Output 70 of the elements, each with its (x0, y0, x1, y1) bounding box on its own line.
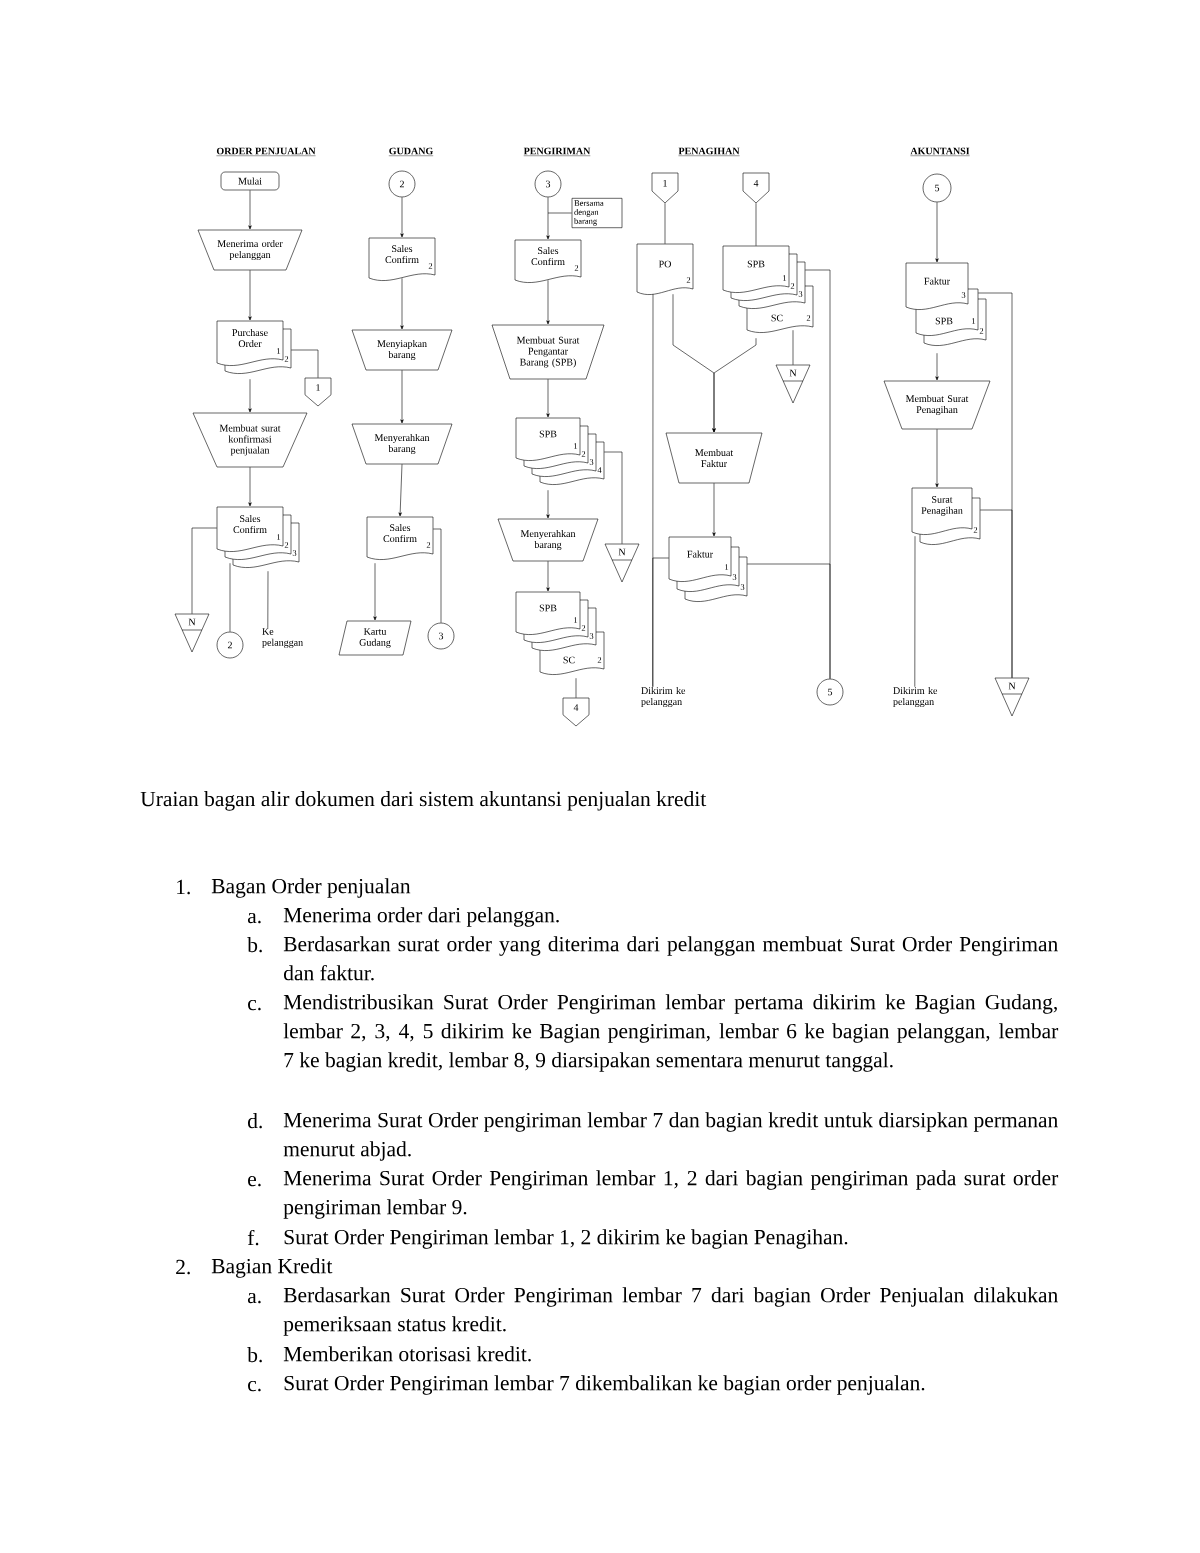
arrow (248, 466, 252, 507)
list-item: Bagan Order penjualan (211, 878, 411, 898)
paragraph: Uraian bagan alir dokumen dari sistem akuntansi penjualan kredit (140, 791, 707, 811)
connector-line (746, 563, 831, 679)
arrow (546, 560, 550, 592)
list-item: Bagian Kredit (211, 1258, 333, 1278)
arrow (712, 337, 757, 433)
list-marker: 2. (176, 1259, 190, 1275)
connector-line (792, 329, 794, 366)
connector-line (979, 509, 1013, 679)
arrow (373, 562, 377, 621)
list-item: Menerima order dari pelanggan. (283, 907, 559, 927)
connector-line (914, 535, 916, 688)
connector-line (575, 677, 577, 699)
list-marker: a. (247, 1292, 261, 1304)
connector-line (290, 349, 319, 379)
off-page-connector: 4 (742, 172, 770, 204)
off-page-connector: 1 (651, 172, 679, 204)
arrow (400, 277, 404, 330)
list-item: Surat Order Pengiriman lembar 1, 2 dikirim ke bagian Penagihan. (284, 1229, 848, 1249)
connector-line (191, 527, 218, 615)
arrow (546, 279, 550, 325)
list-item: Menerima Surat Order Pengiriman lembar 1, 2 dari bagian pengiriman pada surat order pengiriman lembar 9. (283, 1170, 1059, 1219)
list-item: Surat Order Pengiriman lembar 7 dikembalikan ke bagian order penjualan. (284, 1375, 925, 1395)
arrow (935, 202, 939, 263)
connector-line (664, 202, 666, 245)
list-item: Mendistribusikan Surat Order Pengiriman lembar pertama dikirim ke Bagian Gudang, lembar 2, 3, 4, 5 dikirim ke Bagian pengiriman, lembar 6 ke bagian pelanggan, lembar 7 ke bagian kredit, lembar 8, 9 diarsipakan sementara menurut tanggal. (283, 994, 1059, 1072)
list-marker: d. (248, 1113, 262, 1129)
connector-line (229, 562, 231, 632)
list-item: Berdasarkan surat order yang diterima dari pelanggan membuat Surat Order Pengiriman dan faktur. (283, 936, 1058, 981)
arrow (248, 378, 252, 413)
column-heading: ORDER PENJUALAN (216, 147, 316, 156)
column-heading: PENGIRIMAN (523, 147, 591, 156)
connector-line (652, 557, 670, 688)
arrow (546, 489, 550, 519)
column-heading: PENAGIHAN (678, 147, 740, 156)
off-page-connector: 4 (562, 697, 590, 727)
connector-line (755, 202, 757, 247)
arrow (248, 190, 252, 230)
connector-line (547, 212, 572, 214)
arrow (400, 369, 404, 424)
note-text: Dikirim ke pelanggan (641, 686, 686, 708)
arrow (400, 197, 404, 238)
off-page-connector: 1 (304, 377, 332, 407)
arrow (935, 352, 939, 381)
arrow (398, 463, 403, 517)
connector-line (603, 451, 623, 545)
list-marker: 1. (177, 879, 190, 895)
list-marker: c. (248, 999, 261, 1011)
list-marker: c. (248, 1380, 261, 1392)
annotation-box: Bersama dengan barang (571, 198, 623, 228)
note-text: Ke pelanggan (262, 628, 303, 648)
arrow (546, 197, 550, 240)
list-marker: f. (247, 1229, 259, 1246)
arrow (248, 269, 252, 321)
list-item: Berdasarkan Surat Order Pengiriman lembar 7 dari bagian Order Penjualan dilakukan pemeriksaan status kredit. (283, 1287, 1058, 1336)
list-marker: b. (247, 937, 262, 953)
arrow (935, 428, 939, 488)
arrow (546, 378, 550, 418)
list-item: Menerima Surat Order pengiriman lembar 7 dan bagian kredit untuk diarsipkan permanan menurut abjad. (283, 1112, 1058, 1161)
connector-line (267, 570, 269, 629)
column-heading: AKUNTANSI (910, 147, 970, 156)
list-marker: b. (247, 1347, 262, 1363)
list-item: Memberikan otorisasi kredit. (283, 1346, 531, 1362)
column-heading: GUDANG (388, 147, 434, 156)
list-marker: a. (247, 912, 261, 924)
connector-line (432, 528, 442, 623)
note-text: Dikirim ke pelanggan (893, 686, 938, 708)
arrow (712, 482, 716, 537)
list-marker: e. (248, 1175, 261, 1187)
